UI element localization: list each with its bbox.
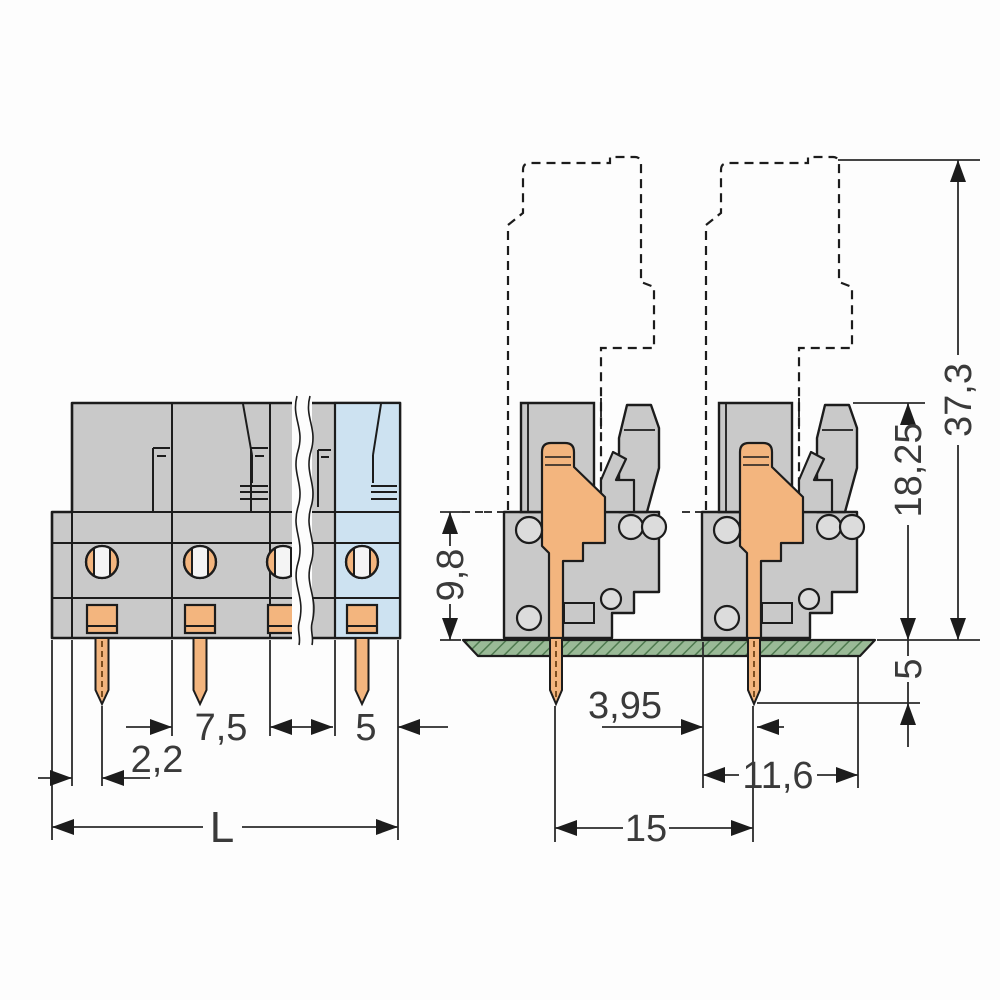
- dim-label-pin-offset: 2,2: [131, 739, 184, 781]
- side-connector-right: [680, 155, 866, 706]
- front-housing-lines: [52, 403, 400, 638]
- dim-label-housing-height: 18,25: [888, 422, 930, 517]
- front-pin: [192, 637, 208, 707]
- dim-label-base-height: 9,8: [430, 549, 472, 602]
- dimension-labels: 7,5 5 2,2 L 3,95 11,6 15 9,8 18,25 37,3 …: [131, 363, 980, 852]
- front-view: [50, 395, 402, 707]
- dim-label-pitch: 7,5: [195, 707, 248, 749]
- dim-label-total-height: 37,3: [938, 363, 980, 437]
- dim-label-body-depth: 11,6: [742, 755, 813, 797]
- front-pin: [354, 637, 370, 707]
- circle-slots: [84, 544, 380, 627]
- dim-label-connector-spacing: 15: [625, 808, 667, 850]
- solder-slot: [183, 603, 217, 635]
- solder-slot: [85, 603, 119, 635]
- solder-slot: [345, 603, 379, 635]
- dim-label-pin-length: 5: [888, 658, 930, 679]
- break-lines: [292, 395, 315, 646]
- dimension-arrowheads: [50, 160, 966, 836]
- side-connector-left: [482, 155, 668, 706]
- pcb: [461, 638, 877, 658]
- dim-label-end-module-width: 5: [355, 707, 376, 749]
- dim-label-total-length: L: [210, 803, 234, 852]
- side-connectors: [482, 155, 866, 706]
- end-module-blue: [333, 401, 402, 640]
- dim-label-pin-to-edge: 3,95: [588, 685, 662, 727]
- side-view: [461, 155, 877, 706]
